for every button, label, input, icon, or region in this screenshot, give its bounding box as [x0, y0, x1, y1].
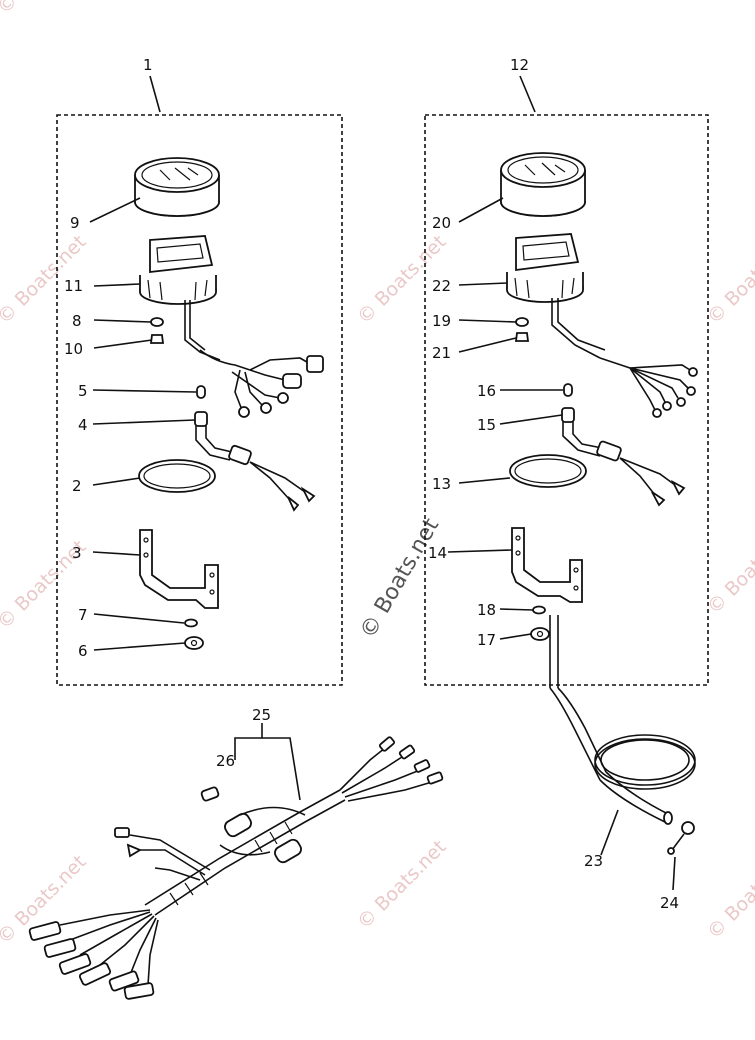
callout-11: 11: [64, 277, 83, 295]
part-21-nut: [514, 332, 530, 342]
part-20-gauge-cover: [500, 152, 586, 217]
callout-24: 24: [660, 894, 679, 912]
callout-labels: 1 12 9 11 8 10 5 4 2 3 7 6 20 22 19 21 1…: [64, 56, 679, 912]
part-9-gauge-cover: [134, 157, 220, 217]
callout-3: 3: [72, 544, 82, 562]
part-10-nut: [149, 334, 165, 344]
watermark-text: © Boats.net: [703, 231, 755, 329]
part-17-nut: [530, 627, 550, 641]
part-22-gauge-body: [506, 233, 606, 359]
part-26-plug: [200, 786, 220, 802]
callout-19: 19: [432, 312, 451, 330]
callout-21: 21: [432, 344, 451, 362]
callout-25: 25: [252, 706, 271, 724]
part-16-bulb: [563, 383, 573, 397]
part-11-harness: [199, 349, 324, 418]
part-24-clamp: [667, 821, 695, 855]
watermark-text: © Boats.net: [703, 846, 755, 944]
callout-18: 18: [477, 601, 496, 619]
part-6-nut: [184, 636, 204, 650]
watermark-layer: © Boats.net © Boats.net © Boats.net © Bo…: [0, 0, 755, 949]
part-4-socket: [194, 411, 316, 512]
callout-22: 22: [432, 277, 451, 295]
watermark-text: © Boats.net: [353, 836, 451, 934]
callout-9: 9: [70, 214, 80, 232]
callout-2: 2: [72, 477, 82, 495]
part-22-harness: [599, 357, 698, 418]
callout-5: 5: [78, 382, 88, 400]
callout-23: 23: [584, 852, 603, 870]
part-3-bracket: [139, 529, 219, 609]
watermark-text-center: © Boats.net: [356, 514, 445, 643]
part-15-socket: [561, 407, 686, 507]
part-13-ring: [509, 454, 587, 488]
part-23-hose: [549, 615, 696, 825]
callout-8: 8: [72, 312, 82, 330]
part-8-washer: [150, 317, 164, 327]
callout-13: 13: [432, 475, 451, 493]
part-19-washer: [515, 317, 529, 327]
callout-10: 10: [64, 340, 83, 358]
part-7-washer: [184, 618, 198, 628]
callout-6: 6: [78, 642, 88, 660]
callout-16: 16: [477, 382, 496, 400]
watermark-text: © Boats.net: [0, 0, 91, 19]
callout-15: 15: [477, 416, 496, 434]
callout-12: 12: [510, 56, 529, 74]
callout-14: 14: [428, 544, 447, 562]
callout-4: 4: [78, 416, 88, 434]
callout-20: 20: [432, 214, 451, 232]
watermark-text: © Boats.net: [703, 521, 755, 619]
part-14-bracket: [511, 527, 583, 603]
callout-17: 17: [477, 631, 496, 649]
part-5-bulb: [196, 385, 206, 399]
leader-lines: [89, 75, 676, 891]
part-18-washer: [532, 605, 546, 615]
group-box-right: [424, 114, 709, 686]
part-2-ring: [138, 459, 216, 493]
callout-26: 26: [216, 752, 235, 770]
part-25-wire-harness: [28, 736, 444, 1000]
callout-1: 1: [143, 56, 153, 74]
callout-7: 7: [78, 606, 88, 624]
group-box-left: [56, 114, 343, 686]
